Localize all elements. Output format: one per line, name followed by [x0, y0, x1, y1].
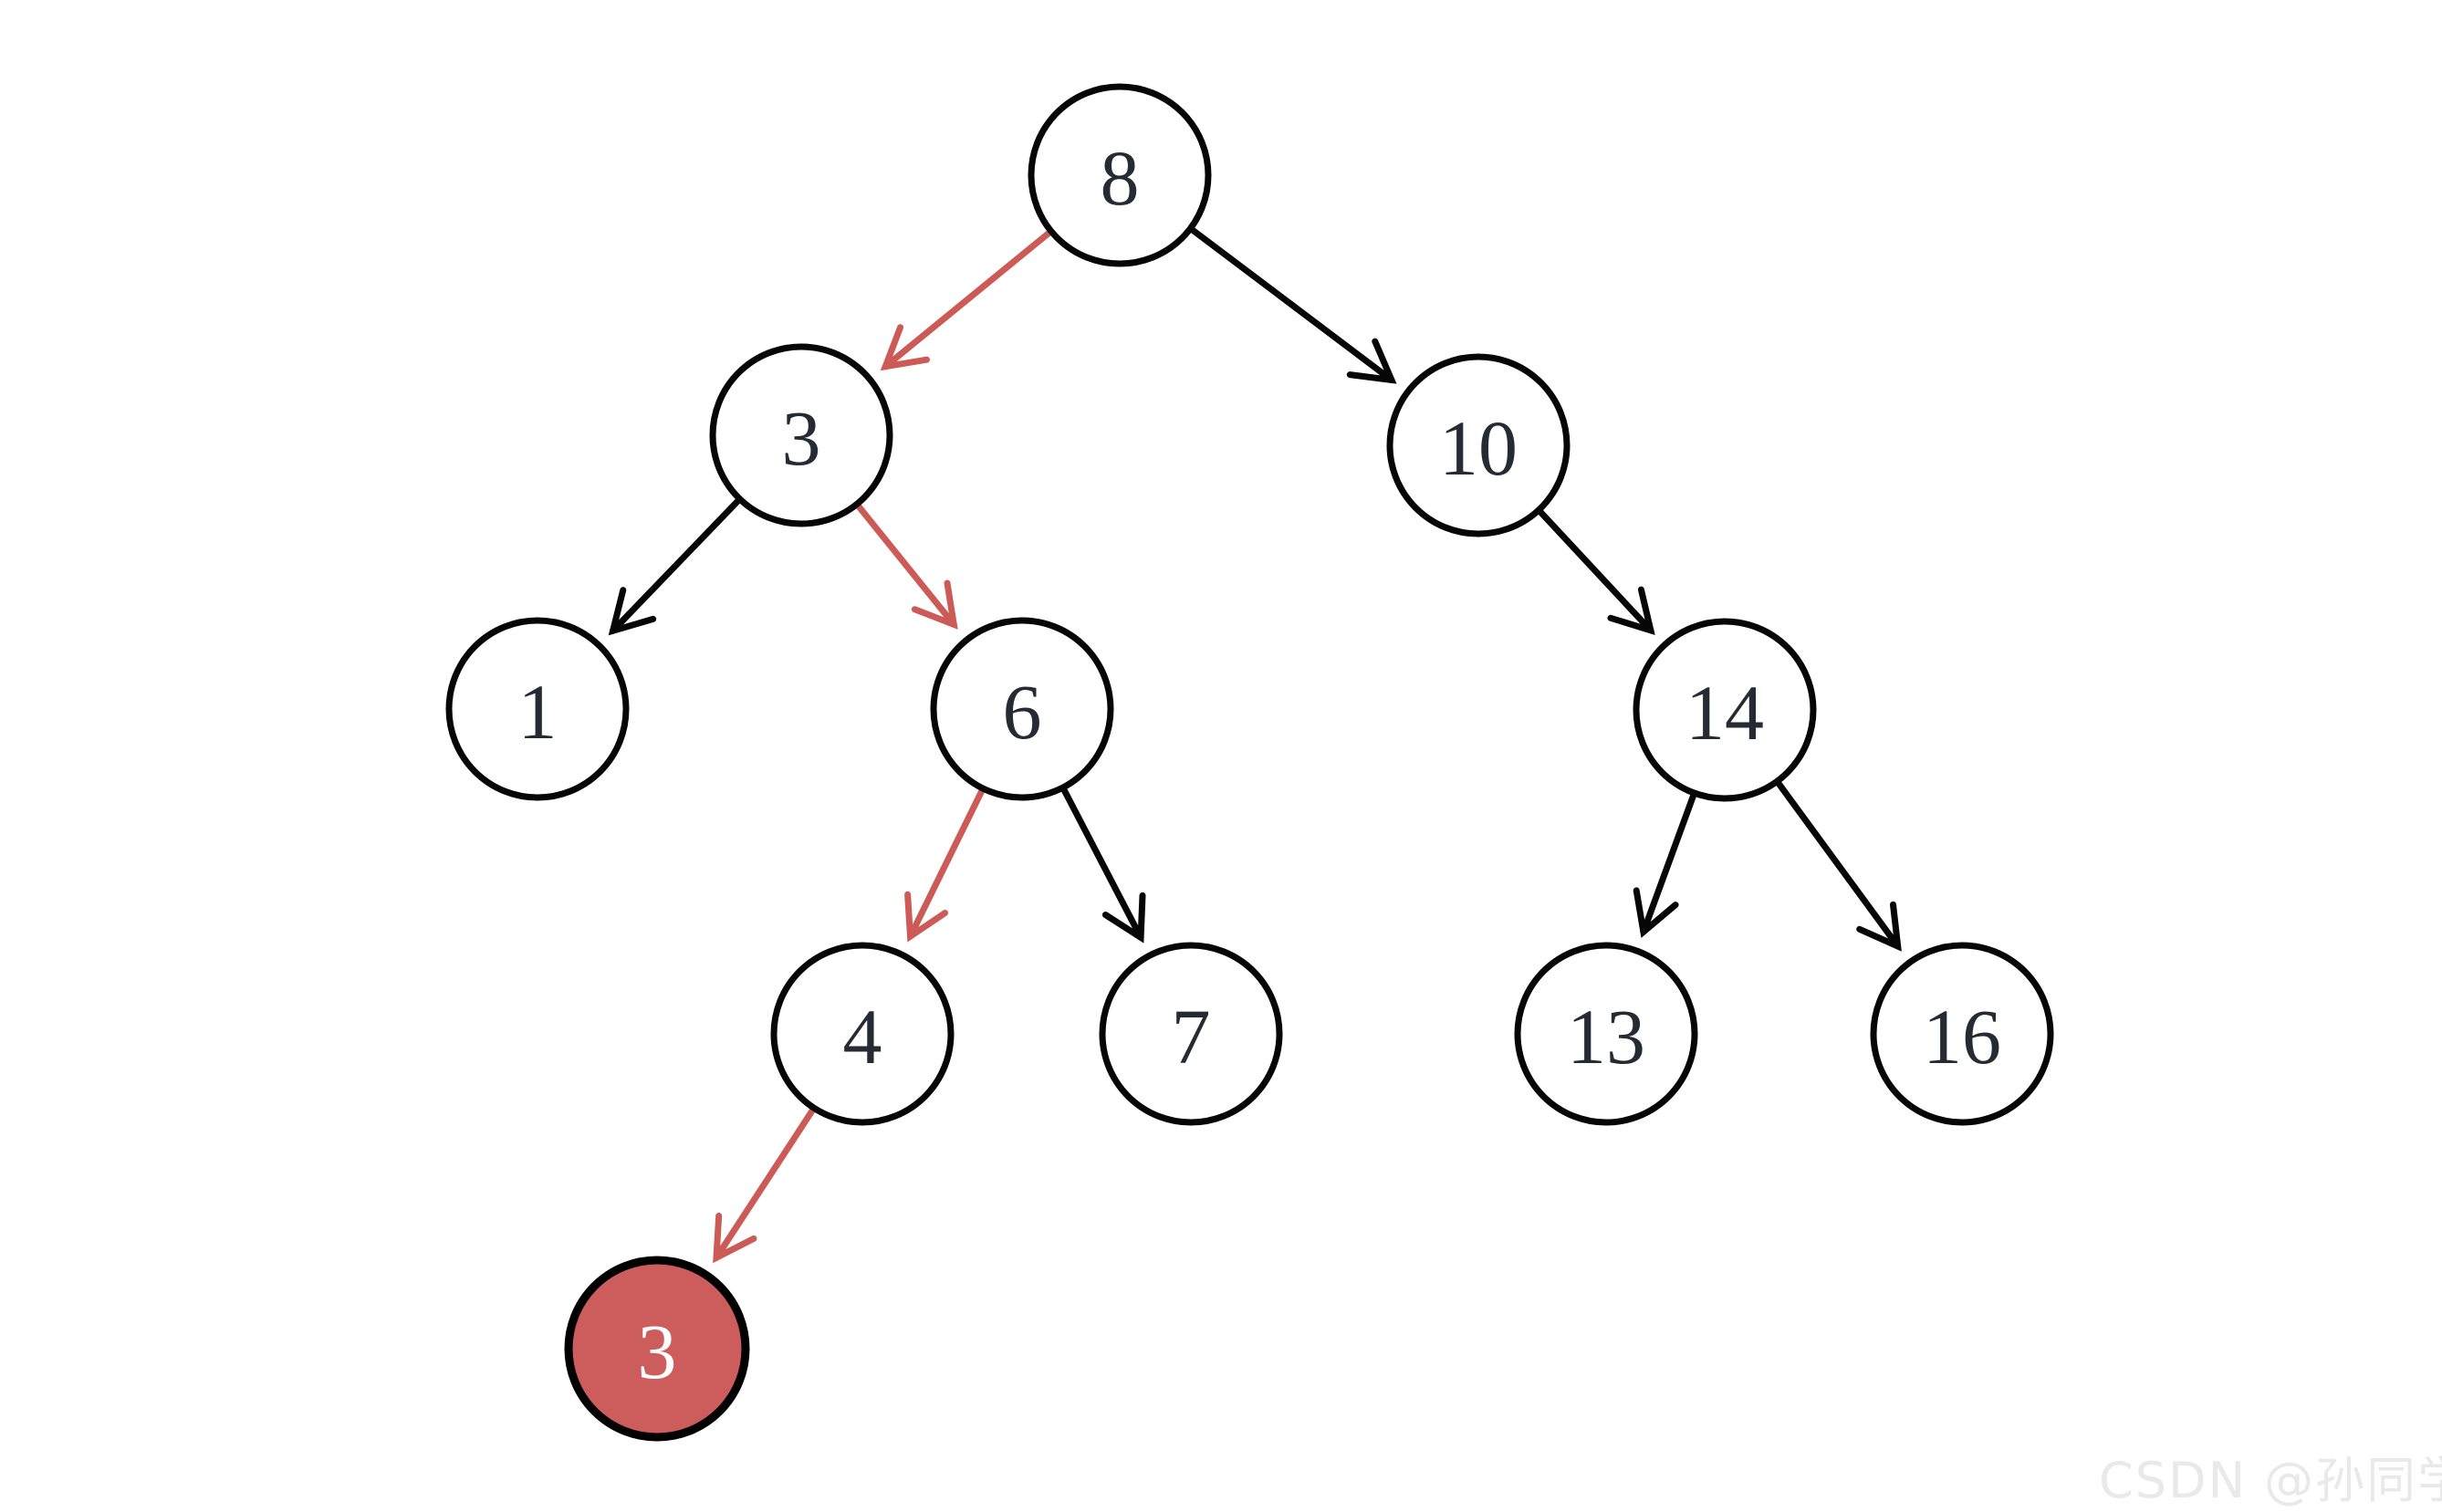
tree-node[interactable]: 3	[564, 1256, 750, 1442]
tree-edge	[855, 504, 958, 630]
tree-node[interactable]: 1	[445, 617, 630, 801]
tree-edge	[880, 230, 1052, 371]
arrow-head-icon	[1346, 338, 1397, 384]
arrow-head-icon	[1101, 892, 1146, 944]
edge-line-highlighted	[906, 788, 985, 940]
tree-node[interactable]: 10	[1386, 353, 1571, 537]
arrow-head-icon	[1633, 887, 1679, 938]
tree-node[interactable]: 6	[930, 617, 1114, 801]
tree-node[interactable]: 8	[1028, 83, 1212, 267]
arrow-head-icon	[1607, 586, 1655, 636]
edge-line-highlighted	[882, 230, 1052, 370]
tree-edge	[1776, 780, 1902, 952]
tree-node[interactable]: 7	[1099, 942, 1283, 1126]
node-circle[interactable]	[1386, 353, 1571, 537]
arrow-head-icon	[608, 587, 657, 636]
node-circle[interactable]	[445, 617, 630, 801]
tree-edge	[1633, 793, 1696, 938]
edge-line-highlighted	[713, 1108, 816, 1261]
node-circle[interactable]	[1870, 942, 2054, 1126]
arrow-head-icon	[904, 891, 949, 943]
tree-edge	[608, 498, 741, 636]
edges-layer	[608, 227, 1902, 1264]
node-circle[interactable]	[1633, 618, 1817, 802]
edge-line	[610, 498, 741, 634]
arrow-head-icon	[911, 579, 958, 630]
edge-line	[1190, 227, 1395, 383]
tree-edge	[1538, 509, 1655, 636]
tree-node[interactable]: 14	[1633, 618, 1817, 802]
arrow-head-icon	[713, 1212, 757, 1264]
edge-line	[1538, 509, 1654, 634]
edge-line-highlighted	[855, 504, 957, 628]
tree-edge	[1190, 227, 1397, 384]
node-circle[interactable]	[1099, 942, 1283, 1126]
edge-line	[1776, 780, 1902, 950]
arrow-head-icon	[880, 324, 930, 371]
node-circle[interactable]	[770, 942, 955, 1126]
node-circle[interactable]	[930, 617, 1114, 801]
tree-edge	[1061, 787, 1146, 944]
node-circle[interactable]	[1028, 83, 1212, 267]
tree-node[interactable]: 3	[709, 343, 893, 527]
arrow-head-icon	[1856, 901, 1902, 952]
node-circle[interactable]	[709, 343, 893, 527]
tree-edge	[713, 1108, 816, 1264]
node-circle[interactable]	[1514, 942, 1698, 1126]
edge-line	[1061, 787, 1144, 941]
tree-node[interactable]: 13	[1514, 942, 1698, 1126]
csdn-watermark: CSDN @孙同学_	[2099, 1452, 2442, 1509]
node-circle-highlighted[interactable]	[564, 1256, 750, 1442]
tree-node[interactable]: 16	[1870, 942, 2054, 1126]
edge-line	[1640, 793, 1696, 935]
tree-edge	[904, 788, 985, 943]
tree-node[interactable]: 4	[770, 942, 955, 1126]
